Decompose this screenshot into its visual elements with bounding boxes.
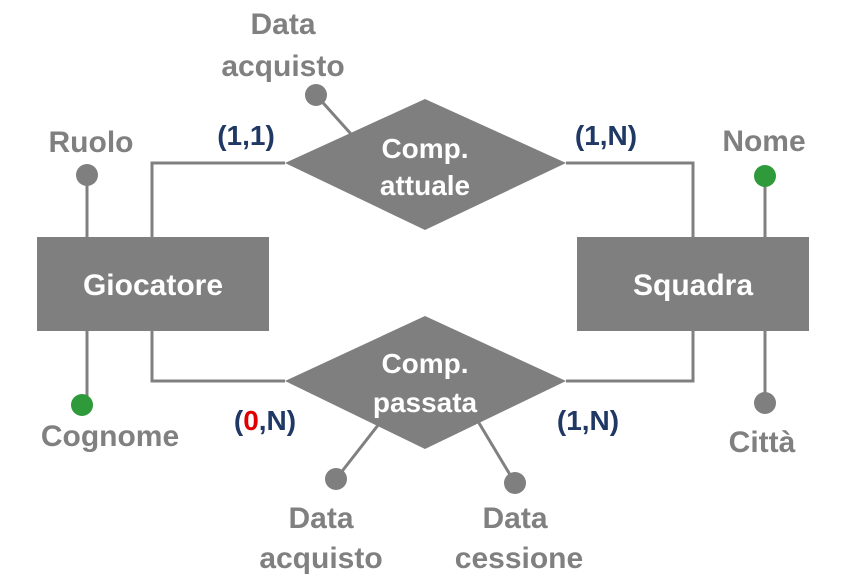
- entity-squadra-label: Squadra: [633, 269, 753, 302]
- attribute-label-attuale-data-acquisto-line1: Data: [250, 8, 315, 41]
- stem-passata-data-cessione: [474, 417, 517, 484]
- attribute-marker-citta: [754, 392, 776, 414]
- attribute-label-passata-data-cessione-line1: Data: [482, 502, 547, 535]
- attribute-marker-ruolo: [76, 164, 98, 186]
- cardinality-open: (: [234, 405, 244, 436]
- entity-giocatore-label: Giocatore: [83, 269, 223, 302]
- attribute-label-passata-data-cessione-line2: cessione: [455, 542, 583, 575]
- relationship-comp-attuale: [285, 99, 566, 230]
- attribute-label-ruolo: Ruolo: [49, 126, 134, 159]
- cardinality-giocatore-comp-passata: (0,N): [234, 405, 296, 436]
- entity-giocatore: [37, 237, 269, 331]
- attribute-label-citta: Città: [729, 426, 796, 459]
- attribute-label-attuale-data-acquisto-line2: acquisto: [221, 50, 344, 83]
- relationship-comp-attuale-label-line1: Comp.: [381, 133, 468, 164]
- cardinality-giocatore-comp-attuale: (1,1): [217, 120, 275, 151]
- link-comp-passata-squadra: [566, 331, 695, 383]
- cardinality-rest: ,N): [259, 405, 296, 436]
- key-attribute-marker-cognome: [71, 394, 93, 416]
- cardinality-squadra-comp-passata: (1,N): [557, 405, 619, 436]
- entity-squadra: [577, 237, 809, 331]
- attribute-marker-passata-data-cessione: [504, 472, 526, 494]
- attribute-label-passata-data-acquisto-line1: Data: [288, 502, 353, 535]
- attribute-label-nome: Nome: [722, 125, 805, 158]
- attribute-label-cognome: Cognome: [41, 420, 179, 453]
- key-attribute-marker-nome: [754, 165, 776, 187]
- relationship-comp-attuale-label-line2: attuale: [380, 170, 470, 201]
- link-comp-attuale-squadra: [566, 161, 695, 237]
- cardinality-squadra-comp-attuale: (1,N): [575, 120, 637, 151]
- attribute-marker-passata-data-acquisto: [325, 468, 347, 490]
- link-giocatore-comp-attuale: [150, 161, 285, 237]
- relationship-comp-passata-label-line2: passata: [373, 387, 478, 418]
- link-giocatore-comp-passata: [150, 331, 285, 383]
- attribute-label-passata-data-acquisto-line2: acquisto: [259, 542, 382, 575]
- attribute-marker-attuale-data-acquisto: [305, 84, 327, 106]
- relationship-comp-passata-label-line1: Comp.: [381, 348, 468, 379]
- cardinality-min-highlight: 0: [243, 405, 259, 436]
- relationship-comp-passata: [285, 316, 566, 449]
- stem-passata-data-acquisto: [334, 419, 384, 480]
